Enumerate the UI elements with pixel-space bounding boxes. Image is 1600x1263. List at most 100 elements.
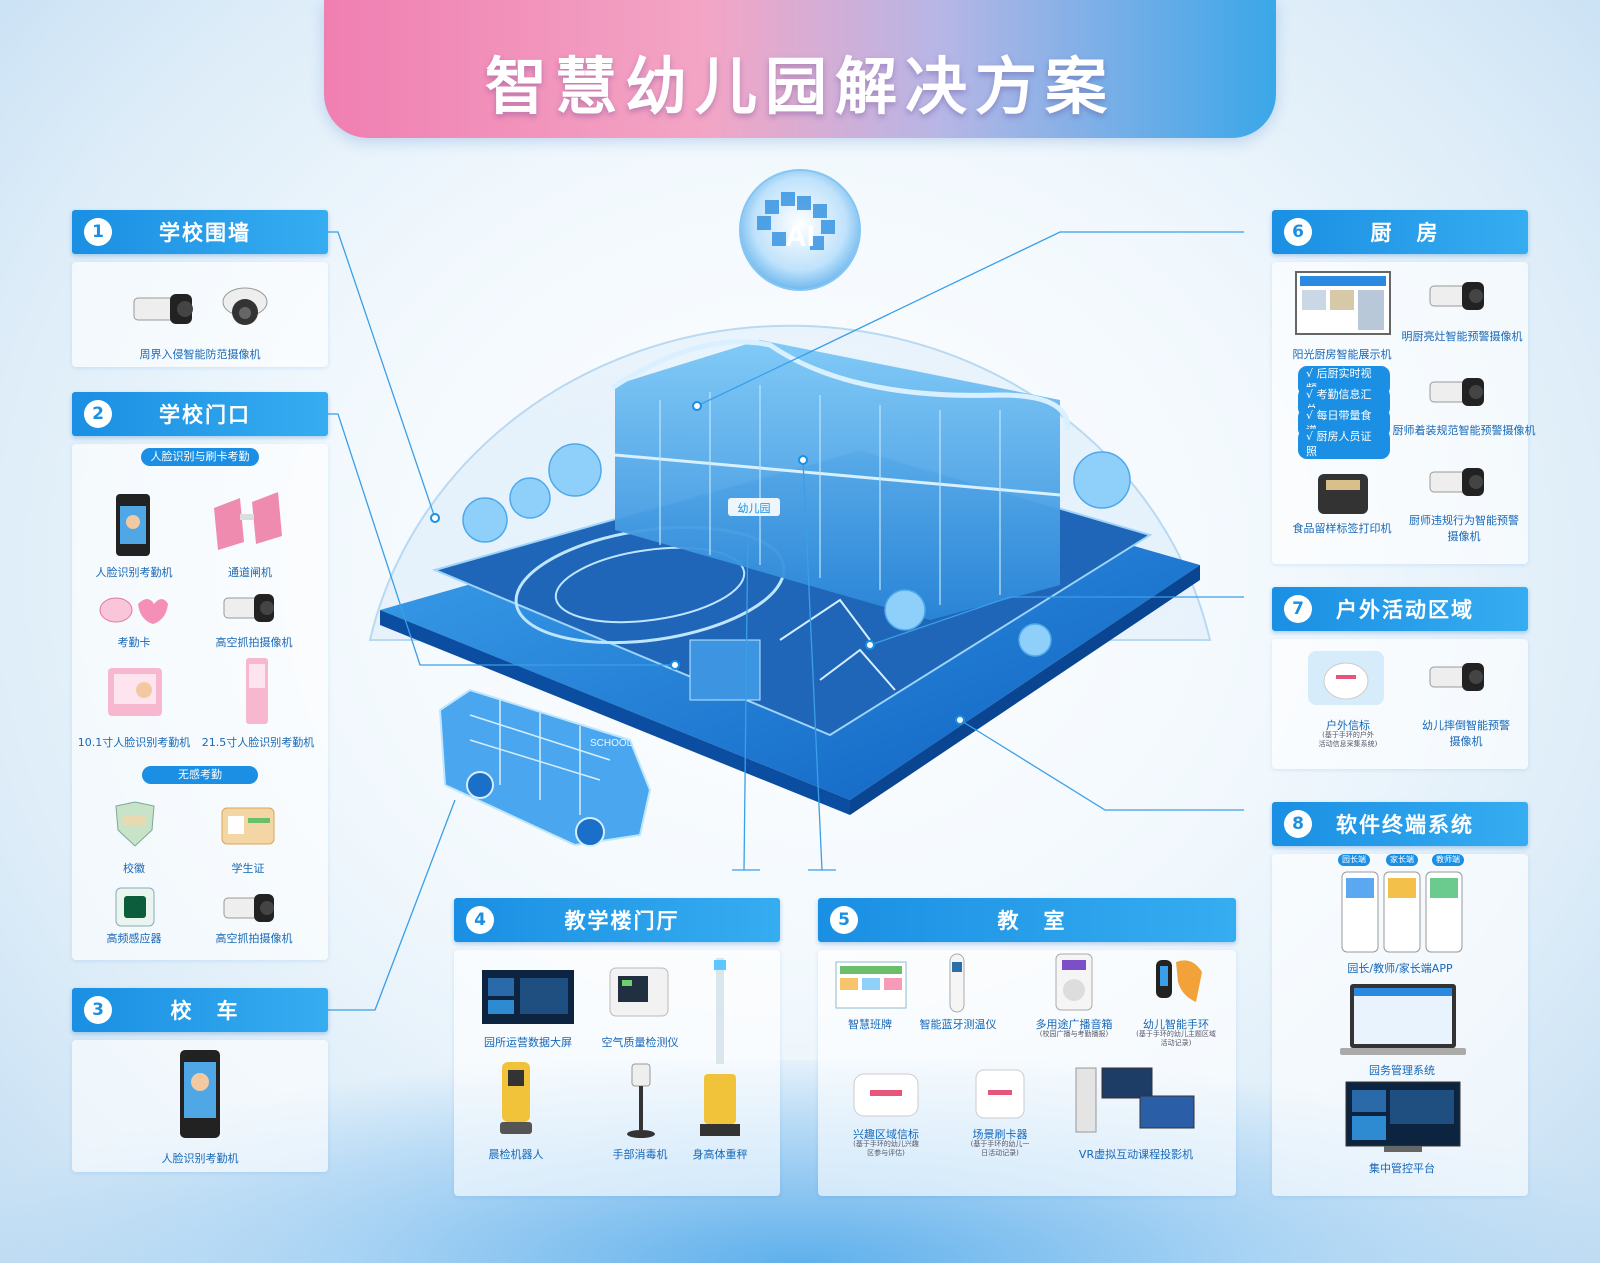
section-number: 8 (1284, 810, 1312, 838)
item-label: 阳光厨房智能展示机 (1292, 348, 1392, 361)
laptop-icon (1340, 984, 1466, 1055)
section-header-software: 8 软件终端系统 (1272, 802, 1528, 846)
app-tag: 家长端 (1386, 854, 1418, 866)
item-label: 兴趣区域信标 (853, 1128, 919, 1141)
label-printer-icon (1318, 474, 1368, 514)
feature-check: √ 厨房人员证照 (1298, 429, 1390, 459)
item-label: 周界入侵智能防范摄像机 (139, 348, 261, 361)
item-label: VR虚拟互动课程投影机 (1078, 1148, 1194, 1161)
item-label: 园务管理系统 (1369, 1064, 1435, 1077)
item-label: 园所运营数据大屏 (484, 1036, 572, 1049)
camera-icon (1429, 282, 1484, 310)
school-sign: 幼儿园 (738, 502, 771, 515)
section-number: 6 (1284, 218, 1312, 246)
camera-icon (133, 294, 193, 324)
item-label: 厨师着装规范智能预警摄像机 (1392, 424, 1536, 437)
section-title: 教 室 (997, 909, 1067, 933)
camera-icon (223, 594, 274, 622)
item-note: (基于手环的幼儿主题区域活动记录) (1136, 1030, 1216, 1047)
item-label: 智慧班牌 (848, 1018, 892, 1031)
section-number: 5 (830, 906, 858, 934)
section-title: 厨 房 (1370, 221, 1440, 245)
item-label: 身高体重秤 (692, 1148, 748, 1161)
section-header-classroom: 5 教 室 (818, 898, 1236, 942)
height-scale-icon (714, 958, 726, 1064)
section-title: 学校门口 (159, 403, 251, 427)
item-label: 集中管控平台 (1369, 1162, 1435, 1175)
control-platform-icon (1345, 1081, 1461, 1152)
section-body-software: 园长端 家长端 教师端 园长/教师/家长端APP 园务管理系统 集中管控平台 (1272, 854, 1528, 1196)
air-quality-monitor-icon (609, 967, 669, 1017)
item-label: 多用途广播音箱 (1035, 1018, 1113, 1031)
item-label: 人脸识别考勤机 (95, 566, 173, 579)
morning-check-robot-icon (500, 1062, 532, 1134)
beacon-icon (853, 1073, 919, 1117)
item-label: 幼儿智能手环 (1143, 1018, 1209, 1031)
item-label: 校徽 (123, 862, 145, 875)
item-note: 活动信息采集系统) (1318, 740, 1378, 748)
app-tag: 教师端 (1432, 854, 1464, 866)
item-label: 考勤卡 (117, 636, 151, 649)
sensor-icon (115, 887, 155, 927)
item-label: 10.1寸人脸识别考勤机 (77, 736, 191, 749)
mobile-app-icon (1341, 871, 1463, 953)
broadcast-speaker-icon (1055, 953, 1093, 1011)
brain-ai-icon: AI (785, 220, 815, 253)
section-number: 7 (1284, 595, 1312, 623)
turnstile-icon (214, 492, 282, 550)
item-label: 高空抓拍摄像机 (215, 636, 293, 649)
tablet-terminal-icon (108, 668, 162, 716)
item-label: 空气质量检测仪 (601, 1036, 679, 1049)
section-number: 1 (84, 218, 112, 246)
kitchen-display-icon (1295, 271, 1391, 335)
item-label: 户外信标 (1326, 719, 1370, 732)
school-badge-icon (115, 801, 155, 847)
height-scale-icon (700, 1074, 740, 1136)
section-body-lobby: 园所运营数据大屏 空气质量检测仪 晨检机器人 手部消毒机 身高体重秤 (454, 950, 780, 1196)
item-label: 幼儿摔倒智能预警摄像机 (1422, 719, 1510, 748)
item-note: (校园广播与考勤播报) (1039, 1030, 1109, 1038)
section-body-outdoor: 户外信标 (基于手环的户外 活动信息采集系统) 幼儿摔倒智能预警摄像机 (1272, 639, 1528, 769)
item-label: 人脸识别考勤机 (161, 1152, 239, 1165)
camera-icon (1429, 468, 1484, 496)
dome-camera-icon (222, 287, 268, 325)
item-label: 明厨亮灶智能预警摄像机 (1401, 330, 1523, 343)
section-title: 软件终端系统 (1336, 813, 1474, 837)
section-header-lobby: 4 教学楼门厅 (454, 898, 780, 942)
hand-sanitizer-icon (627, 1063, 655, 1138)
camera-icon (1429, 663, 1484, 691)
item-label: 园长/教师/家长端APP (1347, 962, 1453, 975)
item-label: 通道闸机 (228, 566, 272, 579)
item-label: 学生证 (231, 862, 265, 875)
school-bus: SCHOOL (438, 688, 652, 847)
camera-icon (1429, 378, 1484, 406)
section-body-school-gate: 人脸识别与刷卡考勤 人脸识别考勤机 通道闸机 考勤卡 高空抓拍摄像机 10.1寸… (72, 444, 328, 960)
category-pill: 人脸识别与刷卡考勤 (141, 448, 259, 466)
page-title: 智慧幼儿园解决方案 (484, 50, 1115, 123)
card-icon (99, 597, 168, 624)
category-pill: 无感考勤 (142, 766, 258, 784)
item-label: 场景刷卡器 (972, 1128, 1028, 1141)
card-reader-icon (975, 1069, 1025, 1119)
item-label: 晨检机器人 (488, 1148, 544, 1161)
section-number: 3 (84, 996, 112, 1024)
section-body-school-bus: 人脸识别考勤机 (72, 1040, 328, 1172)
thermometer-icon (949, 953, 965, 1013)
kiosk-terminal-icon (246, 658, 268, 724)
smart-band-icon (1156, 960, 1202, 1002)
section-number: 4 (466, 906, 494, 934)
item-label: 厨师违规行为智能预警摄像机 (1409, 514, 1519, 543)
smart-class-board-icon (835, 961, 907, 1009)
vr-projector-icon (1075, 1067, 1195, 1133)
item-note: (基于手环的幼儿兴趣区参与评估) (853, 1140, 919, 1157)
item-label: 智能蓝牙测温仪 (919, 1018, 997, 1031)
section-body-kitchen: 阳光厨房智能展示机 √ 后厨实时视频 √ 考勤信息汇总 √ 每日带量食谱 √ 厨… (1272, 262, 1536, 564)
outdoor-beacon-icon (1308, 651, 1384, 705)
face-terminal-icon (180, 1050, 220, 1138)
face-terminal-icon (116, 494, 150, 556)
section-title: 学校围墙 (159, 221, 251, 245)
item-label: 食品留样标签打印机 (1292, 522, 1392, 535)
section-title: 教学楼门厅 (564, 909, 680, 933)
